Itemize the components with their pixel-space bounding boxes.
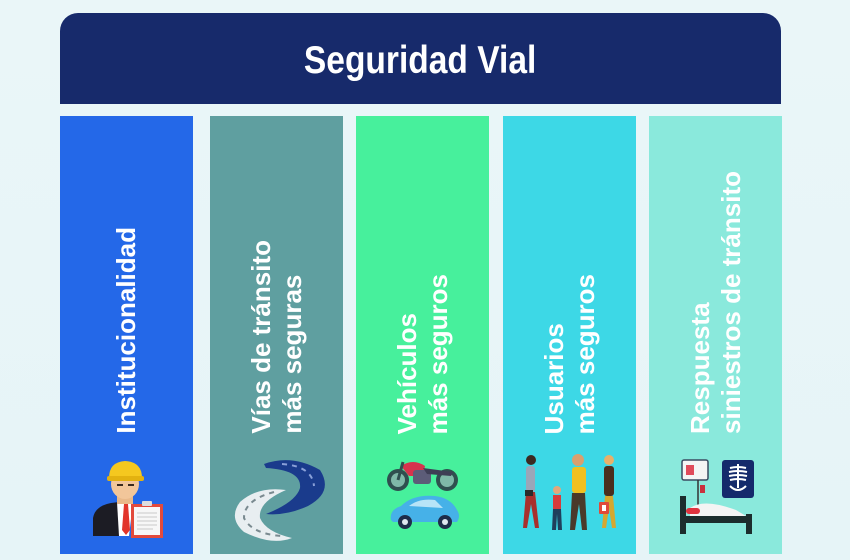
pillar-label: Vehículos más seguros xyxy=(391,273,453,434)
pedestrians-family-icon xyxy=(503,452,636,532)
title-banner: Seguridad Vial xyxy=(60,13,781,104)
pillar-institucionalidad: Institucionalidad xyxy=(60,116,193,554)
hospital-bed-xray-icon xyxy=(649,458,782,538)
pillar-label: Institucionalidad xyxy=(111,227,141,434)
pillar-vias-seguras: Vías de tránsito más seguras xyxy=(210,116,343,554)
pillar-vehiculos-seguros: Vehículos más seguros xyxy=(356,116,489,554)
winding-road-icon xyxy=(210,452,343,542)
motorcycle-icon xyxy=(386,461,458,491)
pillar-label: Vías de tránsito más seguras xyxy=(245,240,307,434)
pillar-usuarios-seguros: Usuarios más seguros xyxy=(503,116,636,554)
pillar-respuesta-siniestros: Respuesta siniestros de tránsito xyxy=(649,116,782,554)
motorcycle-and-car-icon xyxy=(356,454,489,534)
page-title: Seguridad Vial xyxy=(304,38,537,82)
car-icon xyxy=(390,495,459,529)
engineer-with-clipboard-icon xyxy=(60,456,193,538)
pillar-label: Usuarios más seguros xyxy=(538,273,600,434)
pillar-label: Respuesta siniestros de tránsito xyxy=(684,171,746,434)
